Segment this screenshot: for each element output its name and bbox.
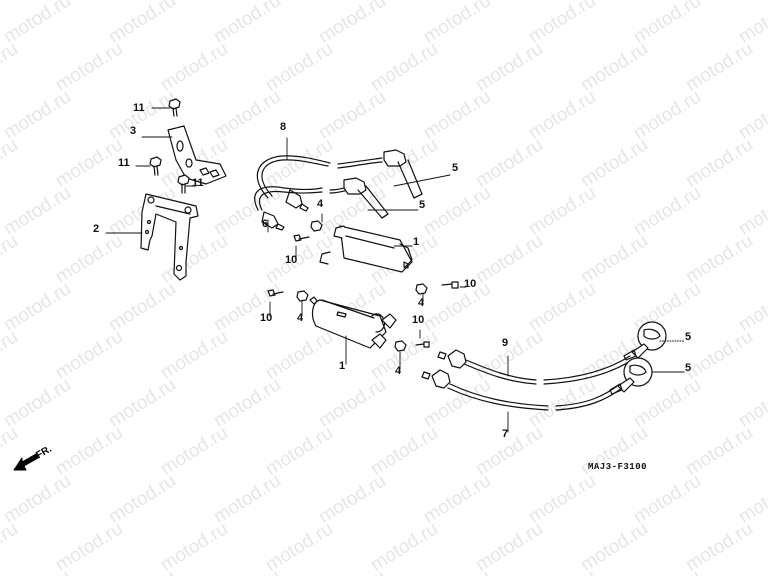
callout-nut: 4 [317, 198, 324, 210]
spark-plug-cap [343, 177, 389, 219]
callout-bolt: 11 [192, 177, 204, 189]
bracket-plate [167, 125, 227, 185]
bolt [441, 281, 459, 289]
ignition-coil-upper [319, 225, 413, 273]
bolt [168, 98, 181, 117]
callout-bracket-plate: 3 [130, 125, 137, 137]
bolt [293, 234, 310, 242]
bolt [177, 174, 190, 194]
callout-spark-plug-cap: 5 [685, 362, 692, 374]
bolt [415, 341, 430, 348]
callout-bolt: 10 [412, 314, 425, 326]
callout-nut: 4 [297, 312, 304, 324]
high-tension-cord-7 [421, 369, 623, 411]
callout-spark-plug-cap: 5 [419, 199, 426, 211]
diagram-code: MAJ3-F3100 [588, 462, 648, 472]
callout-ignition-coil-upper: 1 [413, 236, 420, 248]
high-tension-cord-6 [254, 185, 353, 231]
nut [296, 290, 309, 302]
callout-high-tension-cord: 9 [502, 337, 509, 349]
callout-bolt: 11 [118, 157, 130, 169]
ignition-coil-lower [309, 296, 397, 349]
high-tension-cord-9 [437, 349, 633, 385]
nut [310, 220, 323, 232]
callout-bolt: 10 [464, 278, 477, 290]
callout-bolt: 10 [260, 312, 273, 324]
callout-nut: 4 [395, 365, 402, 377]
front-direction-arrow-icon [13, 453, 39, 471]
callout-spark-plug-cap: 5 [685, 331, 692, 343]
coil-stay-bracket [140, 193, 199, 281]
nut [415, 283, 428, 295]
bolt [149, 156, 162, 176]
callout-nut: 4 [418, 297, 425, 309]
callout-bolt: 11 [133, 102, 145, 114]
callout-high-tension-cord: 8 [280, 121, 287, 133]
nut [394, 340, 407, 352]
spark-plug-cap [609, 357, 653, 395]
callout-bolt: 10 [285, 254, 298, 266]
callout-high-tension-cord: 7 [502, 428, 509, 440]
callout-ignition-coil-lower: 1 [339, 360, 346, 372]
callout-coil-stay-bracket: 2 [93, 223, 100, 235]
spark-plug-cap [383, 149, 423, 199]
spark-plug-cap [623, 321, 667, 361]
callout-spark-plug-cap: 5 [452, 162, 459, 174]
callout-high-tension-cord: 6 [262, 218, 269, 230]
leader-lines [105, 107, 685, 433]
bolt [267, 289, 284, 297]
high-tension-cord-8 [256, 155, 383, 212]
